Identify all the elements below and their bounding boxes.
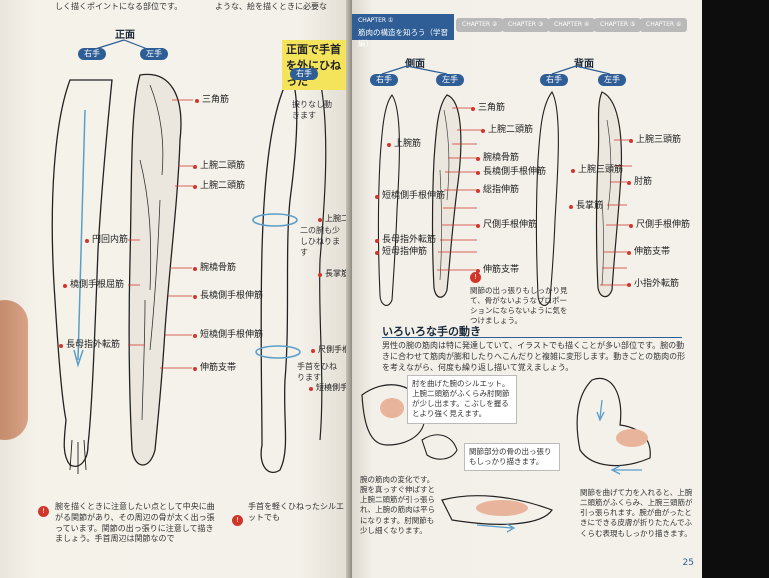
back-label-ecu: 尺側手根伸筋 bbox=[628, 220, 691, 230]
back-label-triceps-2: 上腕三頭筋 bbox=[570, 165, 624, 175]
label-fcr: 橈側手根屈筋 bbox=[62, 280, 125, 290]
back-label-ecrl: 長掌筋 bbox=[568, 201, 604, 211]
section-title: いろいろな手の動き bbox=[382, 325, 682, 338]
tab-chapter-4: CHAPTER ④ bbox=[548, 18, 596, 32]
wrist-note: 手首をひねります bbox=[297, 362, 337, 382]
side-label-biceps: 上腕二頭筋 bbox=[480, 125, 534, 135]
tab-chapter-1: CHAPTER ① 筋肉の構造を知ろう（学習編） bbox=[352, 14, 454, 48]
side-left-hand-pill: 左手 bbox=[436, 74, 464, 86]
side-title: 側面 bbox=[405, 59, 425, 70]
side-note: 関節の出っ張りもしっかり見て、骨がないようなプロポーションにならないように気をつ… bbox=[470, 286, 568, 326]
side-label-ecrb: 短橈側手根伸筋 bbox=[374, 191, 446, 201]
front-left-hand-pill: 左手 bbox=[140, 48, 168, 60]
note-1: 腕を描くときに注意したい点として中央に曲がる関節があり、その周辺の骨が太く出っ張… bbox=[55, 502, 215, 544]
side-right-hand-pill: 右手 bbox=[370, 74, 398, 86]
left-page: しく描くポイントになる部位です。 ような、絵を描くときに必要な 正面 右手 左手… bbox=[0, 0, 352, 578]
tab-chapter-2: CHAPTER ② bbox=[456, 18, 504, 32]
label-brachioradialis: 腕橈骨筋 bbox=[192, 263, 237, 273]
label-ecrl: 長橈側手根伸筋 bbox=[192, 291, 264, 301]
right-arm-illustrations bbox=[361, 65, 651, 533]
side-label-deltoid: 三角筋 bbox=[470, 103, 506, 113]
tab-chapter-6: CHAPTER ⑥ bbox=[640, 18, 688, 32]
right-page: CHAPTER ① 筋肉の構造を知ろう（学習編） CHAPTER ② CHAPT… bbox=[352, 0, 702, 578]
label-biceps-2: 上腕二頭筋 bbox=[192, 181, 246, 191]
tab-chapter-3: CHAPTER ③ bbox=[502, 18, 550, 32]
label-ecu: 尺側手根 bbox=[311, 345, 350, 354]
side-label-brachialis: 上腕筋 bbox=[386, 139, 422, 149]
label-ecrb: 短橈側手根伸筋 bbox=[192, 330, 264, 340]
section-body: 男性の腕の筋肉は特に発達していて、イラストでも描くことが多い部位です。腕の動きに… bbox=[382, 341, 686, 373]
left-arm-illustrations bbox=[51, 39, 327, 474]
front-rotated-title: 正面で手首を外にひねった bbox=[282, 40, 352, 90]
front-right-hand-pill: 右手 bbox=[78, 48, 106, 60]
label-retinaculum: 伸筋支帯 bbox=[192, 363, 237, 373]
label-biceps: 上腕二頭筋 bbox=[192, 161, 246, 171]
rotate-note: 捩りなし動きます bbox=[292, 100, 332, 120]
back-label-adm: 小指外転筋 bbox=[626, 279, 680, 289]
label-biceps-3: 上腕二 bbox=[318, 214, 349, 223]
page-number: 25 bbox=[682, 558, 694, 568]
side-label-ecu: 尺側手根伸筋 bbox=[475, 220, 538, 230]
side-label-edc: 総指伸筋 bbox=[475, 185, 520, 195]
thumb-image bbox=[0, 300, 28, 440]
callout-4: 関節を曲げて力を入れると、上腕二頭筋がふくらみ、上腕三頭筋が引っ張られます。腕が… bbox=[580, 488, 693, 538]
label-ecl: 長掌筋 bbox=[318, 269, 349, 278]
tab-chapter-5: CHAPTER ⑤ bbox=[594, 18, 642, 32]
callout-2: 関節部分の骨の出っ張りもしっかり描きます。 bbox=[464, 443, 560, 472]
left-top-text: しく描くポイントになる部位です。 bbox=[55, 2, 183, 11]
side-label-brachioradialis: 腕橈骨筋 bbox=[475, 153, 520, 163]
twist-note: 二の腕も少しひねります bbox=[300, 226, 340, 257]
side-label-apl: 長母指外転筋 bbox=[374, 235, 437, 245]
chapter-tabbar: CHAPTER ① 筋肉の構造を知ろう（学習編） CHAPTER ② CHAPT… bbox=[352, 14, 702, 48]
front-title: 正面 bbox=[115, 30, 135, 41]
back-right-hand-pill: 右手 bbox=[540, 74, 568, 86]
side-label-retinaculum: 伸筋支帯 bbox=[475, 265, 520, 275]
label-pronator: 円回内筋 bbox=[84, 235, 129, 245]
label-deltoid: 三角筋 bbox=[194, 95, 230, 105]
side-warning-icon: ! bbox=[470, 272, 481, 283]
side-label-ecrl: 長橈側手根伸筋 bbox=[475, 167, 547, 177]
warning-icon-2: ! bbox=[232, 515, 243, 526]
back-left-hand-pill: 左手 bbox=[598, 74, 626, 86]
warning-icon: ! bbox=[38, 506, 49, 517]
back-label-anconeus: 肘筋 bbox=[626, 177, 653, 187]
callout-3: 腕の筋肉の変化です。腕を真っすぐ伸ばすと上腕二頭筋が引っ張られ、上腕の筋肉は平ら… bbox=[360, 475, 436, 535]
back-label-triceps: 上腕三頭筋 bbox=[628, 135, 682, 145]
callout-1: 肘を曲げた腕のシルエット。上腕二頭筋がふくらみ肘関節が少し出ます。こぶしを握ると… bbox=[407, 375, 517, 424]
label-apl: 長母指外転筋 bbox=[58, 340, 121, 350]
back-label-retinaculum: 伸筋支帯 bbox=[626, 247, 671, 257]
note-2: 手首を軽くひねったシルエットでも bbox=[248, 502, 344, 522]
rotated-right-hand-pill: 右手 bbox=[290, 68, 318, 80]
label-ecrb-2: 短橈側手根 bbox=[309, 384, 352, 392]
back-title: 背面 bbox=[574, 59, 594, 70]
side-label-epb: 短母指伸筋 bbox=[374, 247, 428, 257]
left-top-text-right: ような、絵を描くときに必要な bbox=[215, 2, 327, 11]
